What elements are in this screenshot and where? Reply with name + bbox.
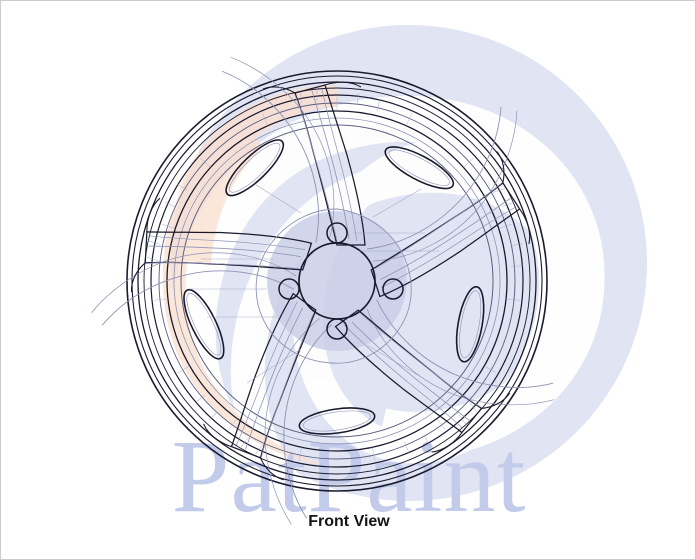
wheel-hub-fill xyxy=(267,211,407,351)
figure-caption: Front View xyxy=(308,513,390,530)
lug-hole-right xyxy=(382,278,404,300)
rim-hatch-ticks xyxy=(153,97,521,462)
lug-hole-left xyxy=(278,278,300,300)
hub-pad-outline xyxy=(255,208,412,364)
lug-hole-bottom xyxy=(326,318,348,340)
wheel-hub xyxy=(278,222,404,340)
lug-hole-top xyxy=(326,222,348,244)
construction-lines xyxy=(189,182,439,384)
